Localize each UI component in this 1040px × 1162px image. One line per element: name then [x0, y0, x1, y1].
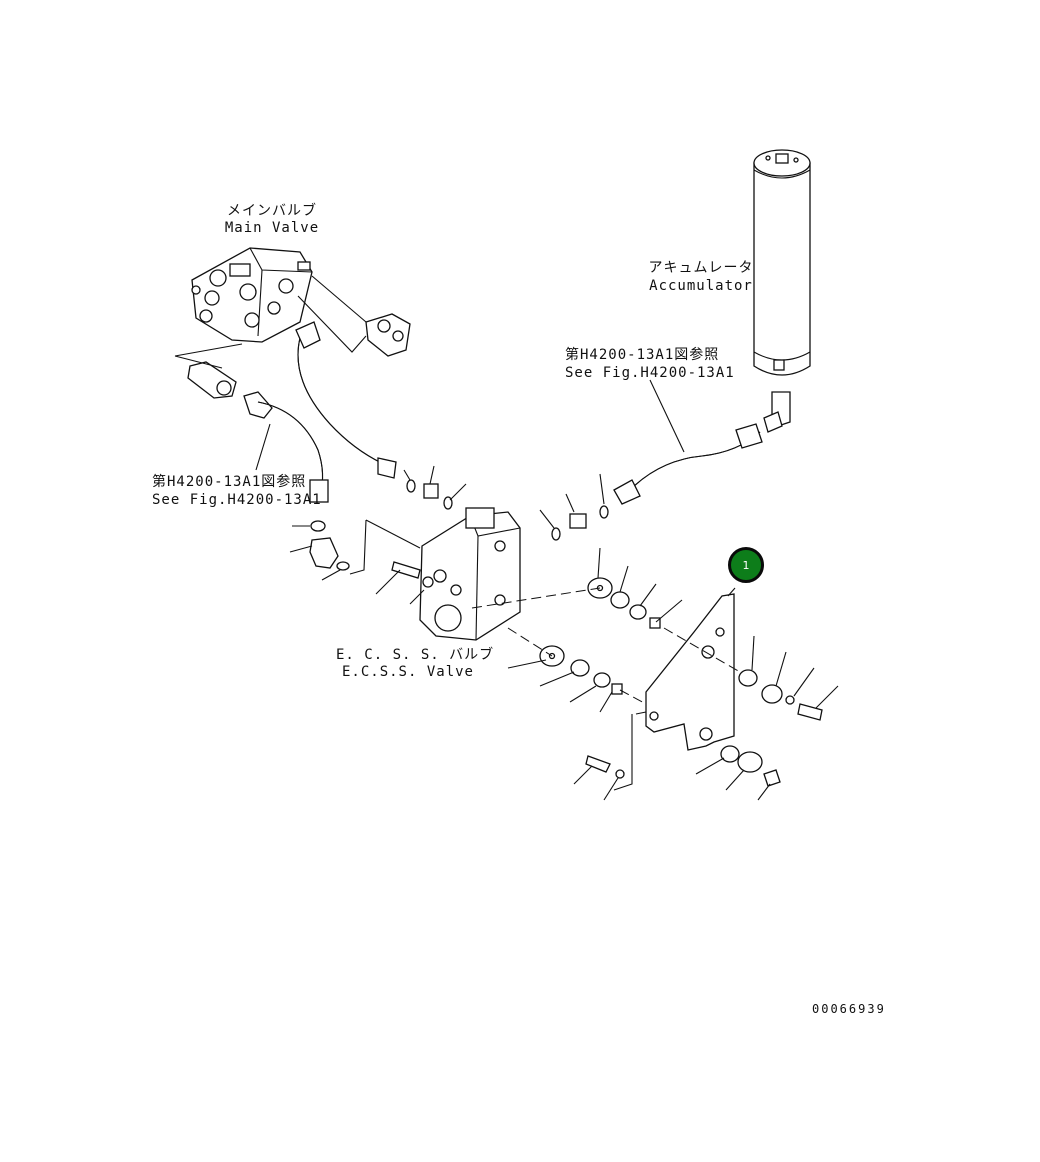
main-valve-label-jp: メインバルブ: [227, 203, 317, 219]
see-fig-right-label-en: See Fig.H4200-13A1: [565, 365, 735, 381]
part-callout-1[interactable]: 1: [728, 547, 764, 583]
hardware-drawing: [471, 577, 823, 787]
main-valve-drawing: [191, 247, 313, 343]
elbow-fitting-drawing: [297, 275, 411, 357]
bracket-drawing: [613, 593, 735, 791]
see-fig-right-label-jp: 第H4200-13A1図参照: [565, 347, 720, 363]
accumulator-label-jp: アキュムレータ: [648, 260, 754, 276]
left-adapters-drawing: [174, 343, 273, 419]
see-fig-left-label-jp: 第H4200-13A1図参照: [152, 474, 307, 490]
see-fig-left-label-en: See Fig.H4200-13A1: [152, 492, 322, 508]
drawing-number: 00066939: [812, 1002, 886, 1016]
ecss-valve-drawing: [349, 507, 521, 641]
hoses-drawing: [257, 321, 763, 505]
ecss-valve-label-en: E.C.S.S. Valve: [341, 664, 474, 680]
ecss-valve-label-jp: E. C. S. S. バルブ: [336, 647, 495, 663]
fittings-drawing: [309, 479, 609, 571]
leader-lines: [255, 379, 839, 801]
main-valve-label-en: Main Valve: [224, 220, 320, 236]
accumulator-label-en: Accumulator: [649, 278, 753, 294]
accumulator-drawing: [753, 149, 811, 433]
